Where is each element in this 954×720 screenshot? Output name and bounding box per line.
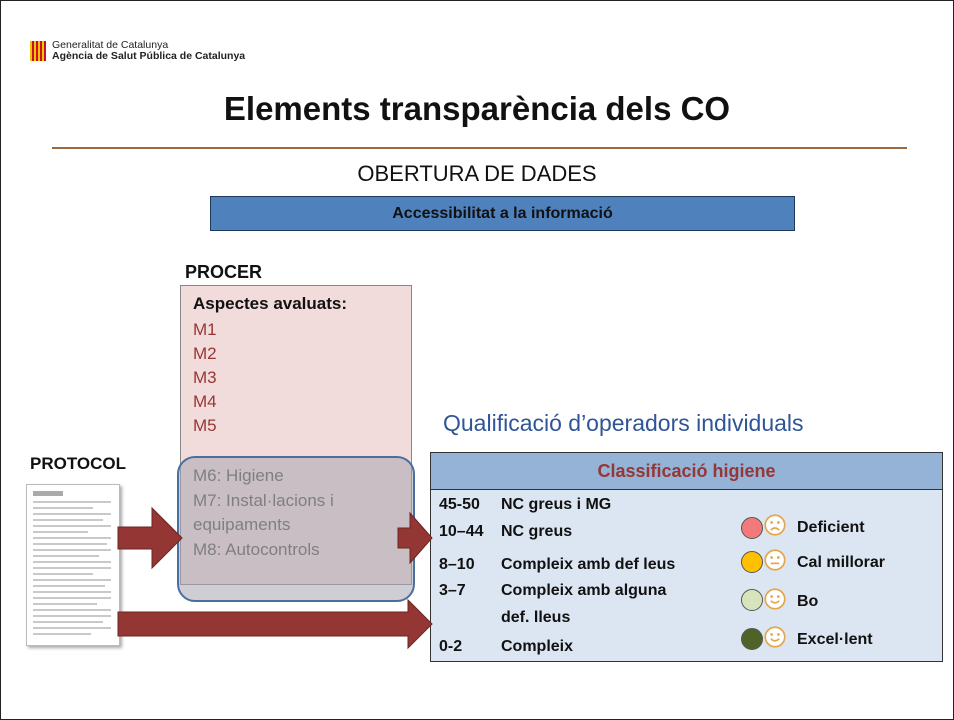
- procer-item: M3: [193, 368, 217, 387]
- procer-label: PROCER: [185, 262, 263, 282]
- row-code: 45-50: [439, 496, 480, 513]
- level-label: Deficient: [797, 519, 865, 536]
- level-circle-deficient: [741, 517, 763, 539]
- procer-item: M2: [193, 344, 217, 363]
- classification-row: def. lleus: [439, 609, 570, 627]
- procer-item: M5: [193, 416, 217, 435]
- row-text: Compleix: [501, 638, 574, 655]
- org-line1: Generalitat de Catalunya: [52, 39, 169, 51]
- procer-item: M4: [193, 392, 217, 411]
- row-text: Compleix amb alguna: [501, 582, 667, 599]
- row-text: Compleix amb def leus: [501, 556, 676, 573]
- procer-item: M1: [193, 320, 217, 339]
- level-label: Cal millorar: [797, 554, 886, 571]
- access-bar: Accessibilitat a la informació: [210, 196, 795, 231]
- protocol-label: PROTOCOL: [30, 454, 127, 473]
- highlighted-items: M6: Higiene M7: Instal·lacions i equipam…: [193, 464, 408, 562]
- neutral-face-icon: [764, 549, 786, 571]
- senyera-icon: [30, 41, 46, 61]
- level-label: Excel·lent: [797, 631, 873, 648]
- happy-face-icon: [764, 626, 786, 648]
- title-divider: [52, 147, 907, 149]
- arrow-procer-to-classification: [397, 511, 433, 565]
- classification-row: 10–44 NC greus: [439, 523, 572, 541]
- level-circle-bo: [741, 589, 763, 611]
- level-label: Bo: [797, 593, 819, 610]
- qualification-heading: Qualificació d’operadors individuals: [443, 410, 804, 436]
- procer-highlighted-item: M7: Instal·lacions i: [193, 490, 334, 510]
- happy-face-icon: [764, 588, 786, 610]
- procer-highlighted-item: equipaments: [193, 515, 291, 534]
- classification-table-title: Classificació higiene: [430, 452, 943, 490]
- row-text: NC greus: [501, 523, 573, 540]
- level-circle-excellent: [741, 628, 763, 650]
- highlight-overlay: [177, 456, 415, 602]
- procer-highlighted-item: M8: Autocontrols: [193, 539, 320, 559]
- procer-heading: Aspectes avaluats:: [193, 294, 348, 313]
- classification-row: 3–7 Compleix amb alguna: [439, 582, 666, 600]
- procer-highlighted-item: M6: Higiene: [193, 466, 284, 485]
- org-line2: Agència de Salut Pública de Catalunya: [52, 50, 246, 62]
- slide-subtitle: OBERTURA DE DADES: [357, 161, 597, 186]
- classification-row: 45-50 NC greus i MG: [439, 496, 611, 514]
- classification-row: 8–10 Compleix amb def leus: [439, 556, 675, 574]
- org-logo: Generalitat de Catalunya Agència de Salu…: [30, 40, 245, 62]
- arrow-protocol-to-classification: [117, 598, 433, 650]
- level-circle-cal-millorar: [741, 551, 763, 573]
- row-text: def. lleus: [501, 609, 571, 626]
- row-code: 10–44: [439, 523, 484, 540]
- row-code: 3–7: [439, 582, 466, 599]
- row-text: NC greus i MG: [501, 496, 612, 513]
- slide-title: Elements transparència dels CO: [223, 90, 731, 127]
- sad-face-icon: [764, 514, 786, 536]
- arrow-protocol-to-procer: [117, 506, 183, 570]
- classification-row: 0-2 Compleix: [439, 638, 573, 656]
- row-code: 8–10: [439, 556, 475, 573]
- row-code: 0-2: [439, 638, 463, 655]
- protocol-document-thumbnail: [26, 484, 120, 646]
